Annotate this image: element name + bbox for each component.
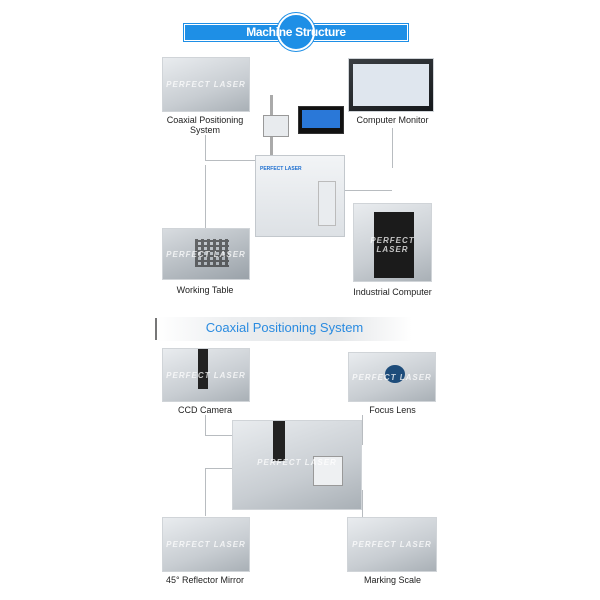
connector-line: [205, 415, 206, 435]
coaxial-system-photo: PERFECT LASER: [162, 57, 250, 112]
coaxial-system-photo: PERFECT LASER: [232, 420, 362, 510]
connector-line: [340, 190, 392, 191]
marking-scale-photo: PERFECT LASER: [347, 517, 437, 572]
machine-monitor: [298, 106, 344, 134]
ccd-camera-label: CCD Camera: [177, 405, 232, 415]
connector-line: [205, 135, 206, 160]
working-table-label: Working Table: [176, 285, 234, 295]
connector-line: [392, 128, 393, 168]
machine-cabinet: PERFECT LASER: [255, 155, 345, 237]
machine-brand: PERFECT LASER: [260, 166, 302, 172]
watermark: PERFECT LASER: [352, 540, 432, 550]
table-holes: [195, 239, 229, 267]
watermark: PERFECT LASER: [352, 373, 432, 383]
watermark: PERFECT LASER: [166, 80, 246, 90]
marking-scale-label: Marking Scale: [363, 575, 422, 585]
watermark: PERFECT LASER: [166, 540, 246, 550]
section-heading-bg: [157, 317, 412, 341]
connector-line: [205, 165, 206, 228]
watermark: PERFECT LASER: [370, 236, 415, 255]
monitor-label: Computer Monitor: [356, 115, 429, 125]
camera-body: [273, 421, 285, 461]
watermark: PERFECT LASER: [166, 370, 246, 380]
connector-line: [362, 490, 363, 517]
watermark: PERFECT LASER: [166, 250, 246, 259]
camera-body: [198, 349, 208, 389]
reflector-mirror-label: 45° Reflector Mirror: [165, 575, 245, 585]
coaxial-label-1: Coaxial Positioning: [166, 115, 244, 125]
computer-monitor-photo: [348, 58, 434, 112]
ccd-camera-photo: PERFECT LASER: [162, 348, 250, 402]
computer-interior: [374, 212, 414, 278]
focus-lens-photo: PERFECT LASER: [348, 352, 436, 402]
cabinet-door: [318, 181, 336, 226]
industrial-computer-photo: PERFECT LASER: [353, 203, 432, 282]
reflector-mirror-photo: PERFECT LASER: [162, 517, 250, 572]
connector-line: [205, 160, 265, 161]
working-table-photo: PERFECT LASER: [162, 228, 250, 280]
focus-lens-label: Focus Lens: [369, 405, 416, 415]
laser-head: [313, 456, 343, 486]
monitor-screen: [353, 64, 429, 106]
connector-line: [205, 468, 206, 516]
connector-line: [205, 435, 233, 436]
coaxial-label-2: System: [189, 125, 220, 135]
laser-head: [263, 115, 289, 137]
monitor-screen: [302, 110, 340, 128]
connector-line: [205, 468, 233, 469]
section-heading: Coaxial Positioning System: [205, 320, 364, 335]
watermark: PERFECT LASER: [257, 457, 337, 467]
connector-line: [362, 415, 363, 445]
industrial-computer-label: Industrial Computer: [353, 287, 432, 297]
page-title: Machine Structure: [246, 25, 346, 39]
section-heading-bar: [155, 318, 157, 340]
lens: [385, 365, 405, 383]
header-circle: [277, 13, 315, 51]
